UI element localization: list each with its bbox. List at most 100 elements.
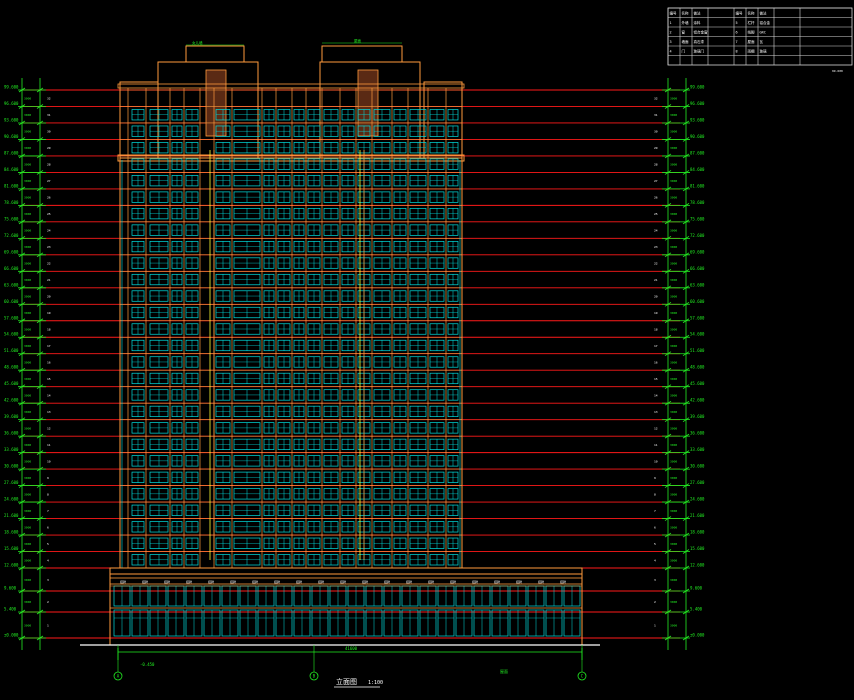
shop-sign: 招牌 xyxy=(384,579,390,584)
elevation-label: 72.600 xyxy=(690,233,705,238)
shop-sign: 招牌 xyxy=(120,579,126,584)
dimension-tick xyxy=(664,532,672,538)
floor-number: 6 xyxy=(47,525,49,529)
floor-number: 32 xyxy=(654,97,658,101)
floor-number: 27 xyxy=(47,179,51,183)
elevation-note: -0.450 xyxy=(140,662,155,667)
dimension-tick xyxy=(664,186,672,192)
floor-number: 2 xyxy=(654,600,656,604)
dimension-tick xyxy=(664,516,672,521)
dimension-tick xyxy=(36,609,44,615)
elevation-label: 12.600 xyxy=(4,563,19,568)
elevation-label: 81.600 xyxy=(4,183,19,188)
dimension-value: 3000 xyxy=(24,525,31,529)
dimension-tick xyxy=(682,252,690,258)
elevation-label: 27.600 xyxy=(4,480,19,485)
dimension-tick xyxy=(682,87,690,93)
dimension-tick xyxy=(682,203,690,208)
dimension-value: 3000 xyxy=(24,542,31,546)
dimension-value: 3000 xyxy=(670,600,677,604)
cornice-band xyxy=(117,154,465,162)
floor-number: 15 xyxy=(654,377,658,381)
dimension-tick xyxy=(36,268,44,274)
floor-number: 14 xyxy=(654,393,658,397)
top-band xyxy=(117,83,465,89)
dimension-value: 3000 xyxy=(24,278,31,282)
floor-number: 4 xyxy=(654,558,656,562)
floor-number: 5 xyxy=(654,542,656,546)
floor-number: 11 xyxy=(654,443,658,447)
dimension-value: 3000 xyxy=(670,328,677,332)
dimension-tick xyxy=(682,433,690,439)
floor-number: 9 xyxy=(47,476,49,480)
floor-number: 28 xyxy=(654,163,658,167)
elevation-label: 42.600 xyxy=(690,398,705,403)
elevation-label: 90.600 xyxy=(4,134,19,139)
elevation-label: 93.600 xyxy=(690,117,705,122)
legend-cell: 瓦 xyxy=(760,39,764,44)
dimension-tick xyxy=(18,635,26,641)
dimension-tick xyxy=(36,384,44,390)
floor-number: 24 xyxy=(654,229,658,233)
dimension-value: 3000 xyxy=(670,179,677,183)
dimension-tick xyxy=(682,466,690,472)
floor-number: 30 xyxy=(47,130,51,134)
dimension-value: 3000 xyxy=(670,558,677,562)
right-dimension-chain: 99.60030003296.60030003193.60030003090.6… xyxy=(654,78,705,650)
dimension-value: 3000 xyxy=(24,130,31,134)
dimension-tick xyxy=(664,153,672,159)
dimension-tick xyxy=(18,301,26,307)
dimension-value: 3000 xyxy=(670,578,677,582)
floor-number: 25 xyxy=(654,212,658,216)
dimension-value: 3000 xyxy=(670,410,677,414)
legend-cell: 玻璃门 xyxy=(694,49,705,54)
dimension-tick xyxy=(682,120,690,126)
dimension-value: 3000 xyxy=(670,229,677,233)
floor-number: 6 xyxy=(654,525,656,529)
dimension-value: 3000 xyxy=(24,328,31,332)
legend-cell: GRC xyxy=(760,31,766,35)
elevation-label: 36.600 xyxy=(4,431,19,436)
elevation-label: 57.600 xyxy=(690,315,705,320)
sign-band xyxy=(109,577,583,585)
dimension-value: 3000 xyxy=(24,377,31,381)
dimension-tick xyxy=(664,588,672,594)
elevation-label: 48.600 xyxy=(690,365,705,370)
elevation-label: 69.600 xyxy=(4,249,19,254)
dimension-tick xyxy=(664,483,672,488)
elevation-label: 63.600 xyxy=(4,282,19,287)
floor-number: 13 xyxy=(654,410,658,414)
axis-bubble xyxy=(113,671,123,681)
elevation-label: ±0.000 xyxy=(4,633,19,638)
elevation-label: 69.600 xyxy=(690,249,705,254)
dimension-tick xyxy=(18,367,26,373)
elevation-label: 30.600 xyxy=(4,464,19,469)
elevation-label: 60.600 xyxy=(4,299,19,304)
dimension-value: 3000 xyxy=(24,443,31,447)
legend-cell: 6 xyxy=(736,31,738,35)
dimension-tick xyxy=(18,499,26,505)
dimension-tick xyxy=(664,351,672,357)
shop-sign: 招牌 xyxy=(362,579,368,584)
dimension-value: 3000 xyxy=(670,245,677,249)
floor-number: 10 xyxy=(47,459,51,463)
floor-number: 17 xyxy=(47,344,51,348)
note: 屋面 xyxy=(500,668,508,674)
dimension-tick xyxy=(664,417,672,422)
elevation-label: 33.600 xyxy=(690,447,705,452)
legend-cell: 铝合金窗 xyxy=(694,30,708,35)
legend-cell: 门 xyxy=(682,49,686,54)
dimension-tick xyxy=(18,417,26,422)
dimension-tick xyxy=(18,268,26,274)
floor-number: 22 xyxy=(654,262,658,266)
elevation-label: 66.600 xyxy=(690,266,705,271)
floor-number: 8 xyxy=(654,492,656,496)
dimension-value: 41600 xyxy=(345,646,358,651)
dimension-tick xyxy=(664,301,672,307)
dimension-tick xyxy=(36,318,44,324)
dimension-tick xyxy=(36,433,44,439)
elevation-label: 5.400 xyxy=(690,607,703,612)
legend-cell: 做法 xyxy=(694,11,702,16)
elevation-label: 33.600 xyxy=(4,447,19,452)
floor-number: 27 xyxy=(654,179,658,183)
